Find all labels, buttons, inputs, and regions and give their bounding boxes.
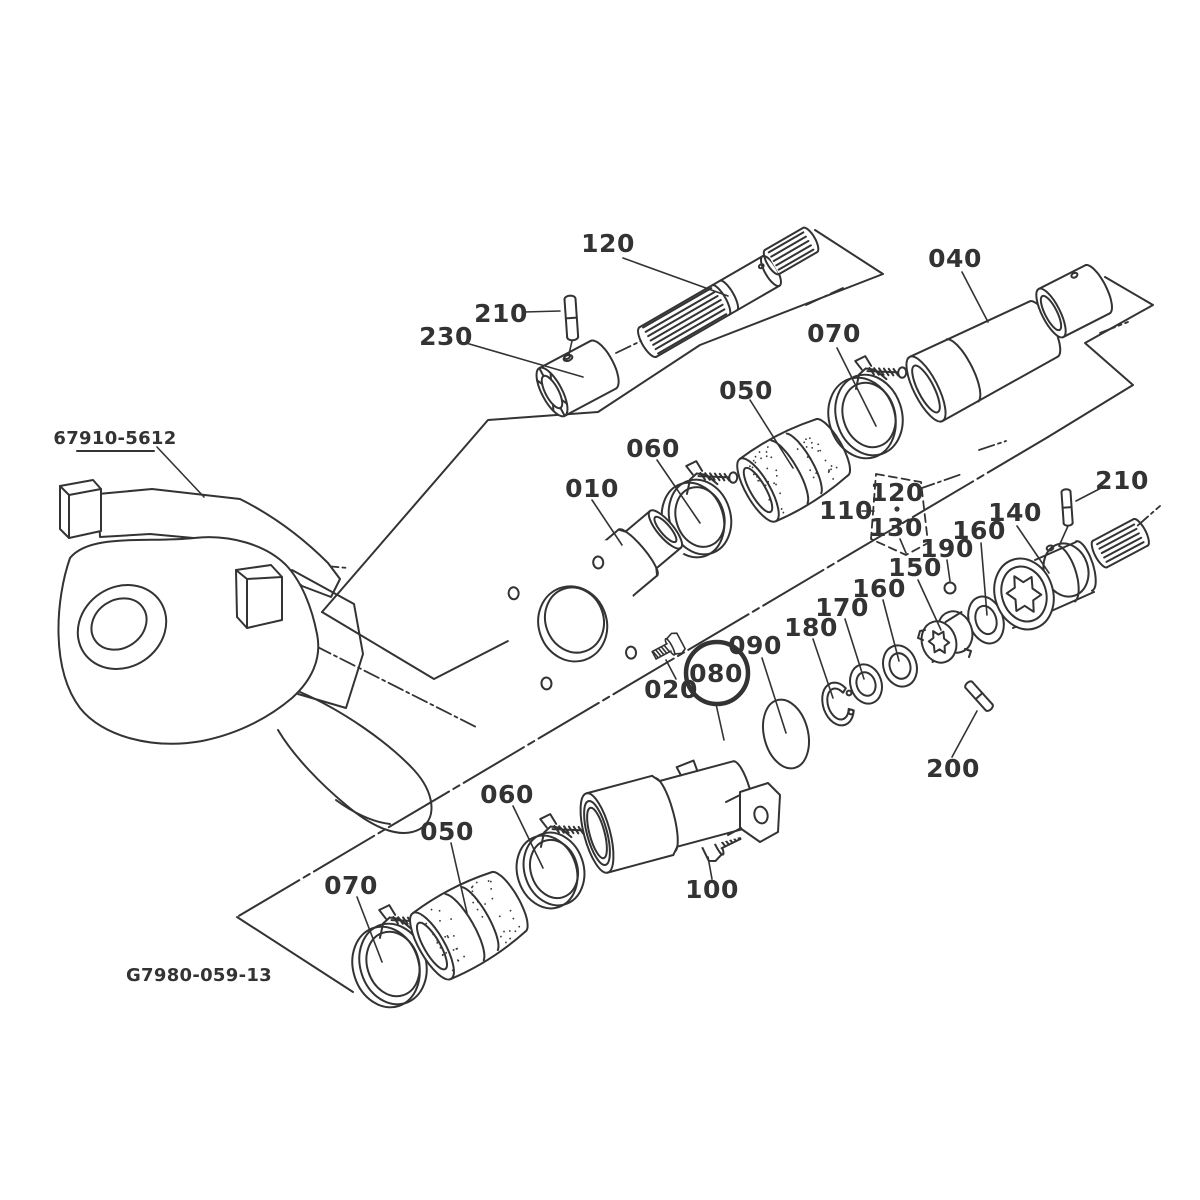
part-label-010: 010: [565, 474, 619, 503]
leader-040: [961, 271, 989, 323]
part-120-splined-shaft-end: [762, 226, 820, 276]
leader-160-inner: [882, 599, 900, 662]
part-070-clamp-upper: [827, 355, 908, 460]
part-label-100: 100: [685, 875, 739, 904]
part-080-cover-tube: [579, 754, 755, 874]
kit-bullet-dot: [894, 506, 900, 512]
part-label-170: 170: [815, 593, 869, 622]
axis-line-5: [978, 440, 1007, 451]
part-010-flange: [490, 540, 654, 704]
part-label-080: 080: [689, 659, 743, 688]
part-labels: 1202102300400700500600101101201301401601…: [324, 229, 1149, 904]
leader-070-upper: [836, 347, 877, 427]
part-160-washer-outer: [967, 595, 1005, 645]
part-label-160-inner: 160: [852, 574, 906, 603]
part-210-pin-top: [563, 294, 580, 342]
assembly-ref-label: 67910-5612: [53, 428, 176, 449]
axis-line-2: [805, 287, 844, 306]
part-label-160-outer: 160: [952, 516, 1006, 545]
part-label-040: 040: [928, 244, 982, 273]
part-label-140: 140: [988, 498, 1042, 527]
part-label-190: 190: [920, 534, 974, 563]
part-090-o-ring: [762, 698, 810, 770]
part-040-end-cap: [1035, 264, 1113, 339]
part-label-210-top: 210: [474, 299, 528, 328]
leader-050-upper: [749, 399, 794, 469]
leader-150: [917, 579, 942, 631]
leader-050-lower: [450, 842, 468, 914]
axis-line-6: [1135, 505, 1161, 528]
part-label-090: 090: [728, 631, 782, 660]
part-140-splined-coupler: [993, 540, 1097, 631]
parts-artwork: [57, 226, 1150, 1009]
part-label-070-lower: 070: [324, 871, 378, 900]
part-label-060-upper: 060: [626, 434, 680, 463]
part-label-130: 130: [869, 513, 923, 542]
part-020-bolt: [651, 632, 686, 660]
clamp-screw: [854, 355, 908, 390]
leader-assembly-ref: [156, 446, 205, 498]
part-label-060-lower: 060: [480, 780, 534, 809]
part-160-washer-inner: [882, 644, 918, 688]
leader-090: [761, 657, 787, 734]
part-050-coupling-lower: [409, 868, 529, 981]
part-040-tube: [905, 296, 1062, 423]
part-label-050-lower: 050: [420, 817, 474, 846]
reference-labels: 67910-5612 G7980-059-13: [53, 428, 272, 986]
clamp-screw: [685, 460, 739, 495]
part-splined-shaft-fragment: [1090, 517, 1150, 569]
leader-130: [899, 538, 907, 554]
leader-lines: [156, 257, 1106, 963]
leader-200: [951, 710, 978, 758]
part-label-210-right: 210: [1095, 466, 1149, 495]
part-180-snap-ring: [821, 681, 855, 727]
leader-060-lower: [512, 805, 544, 869]
part-label-050-upper: 050: [719, 376, 773, 405]
part-150-splined-collar: [917, 610, 974, 664]
leader-170: [844, 618, 865, 680]
part-050-coupling-upper: [736, 415, 852, 523]
part-label-200: 200: [926, 754, 980, 783]
axis-line-4: [918, 473, 963, 490]
leader-180: [812, 638, 834, 699]
part-label-120-kit: 120: [870, 478, 924, 507]
part-label-230: 230: [419, 322, 473, 351]
kit-dashed-box: [870, 473, 929, 556]
leader-140: [1016, 525, 1050, 574]
part-230-splined-bushing: [535, 339, 620, 418]
leader-100: [707, 856, 713, 880]
part-210-pin-right: [1060, 488, 1074, 527]
part-label-180: 180: [784, 613, 838, 642]
part-label-150: 150: [888, 553, 942, 582]
leader-210-right: [1075, 485, 1106, 502]
pin-guide-lines: [562, 340, 1069, 547]
part-label-070-upper: 070: [807, 319, 861, 348]
leader-190: [946, 559, 951, 582]
leader-020: [665, 659, 677, 680]
part-gearbox-housing: [57, 479, 433, 834]
part-label-120-shaft: 120: [581, 229, 635, 258]
axis-line-7: [615, 340, 642, 354]
part-190-steel-ball: [943, 581, 957, 595]
leader-210-top: [523, 310, 561, 313]
leader-230: [465, 342, 584, 378]
leader-010: [591, 499, 623, 546]
leader-070-lower: [356, 896, 383, 963]
leader-060-upper: [656, 459, 701, 524]
leader-160-outer: [980, 542, 988, 616]
leader-120-shaft: [622, 257, 729, 297]
part-200-pin: [964, 680, 994, 712]
part-label-110: 110: [819, 496, 873, 525]
part-120-splined-shaft: [637, 254, 782, 358]
figure-code-label: G7980-059-13: [126, 965, 272, 986]
highlight-circle: [683, 639, 751, 707]
part-080-mount-tab: [725, 782, 781, 843]
leader-080: [715, 703, 725, 741]
axis-line-3: [1099, 321, 1129, 334]
part-170-washer: [849, 663, 883, 705]
